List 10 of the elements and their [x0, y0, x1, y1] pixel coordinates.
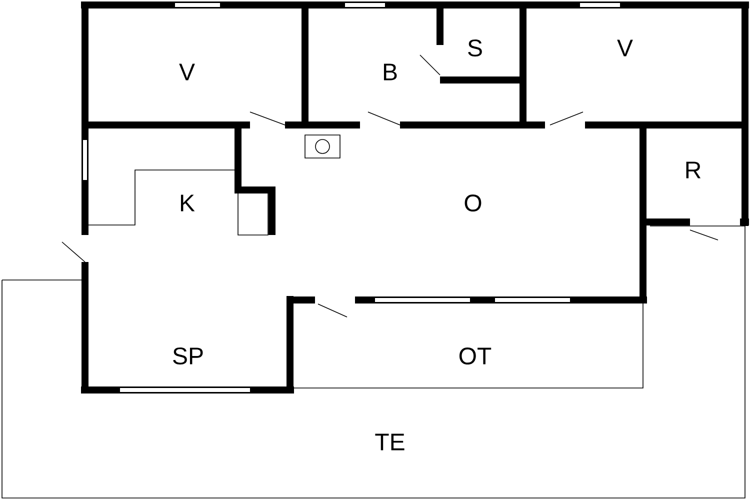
room-label: R [686, 162, 701, 178]
room-label: O [464, 194, 482, 212]
room-label: K [180, 194, 195, 212]
room-label: TE [375, 434, 404, 450]
room-label: SP [173, 348, 203, 364]
room-label: V [179, 64, 195, 80]
room-label: B [384, 64, 397, 80]
room-label: S [468, 40, 482, 56]
room-label: V [617, 40, 633, 56]
room-label: OT [459, 348, 492, 364]
